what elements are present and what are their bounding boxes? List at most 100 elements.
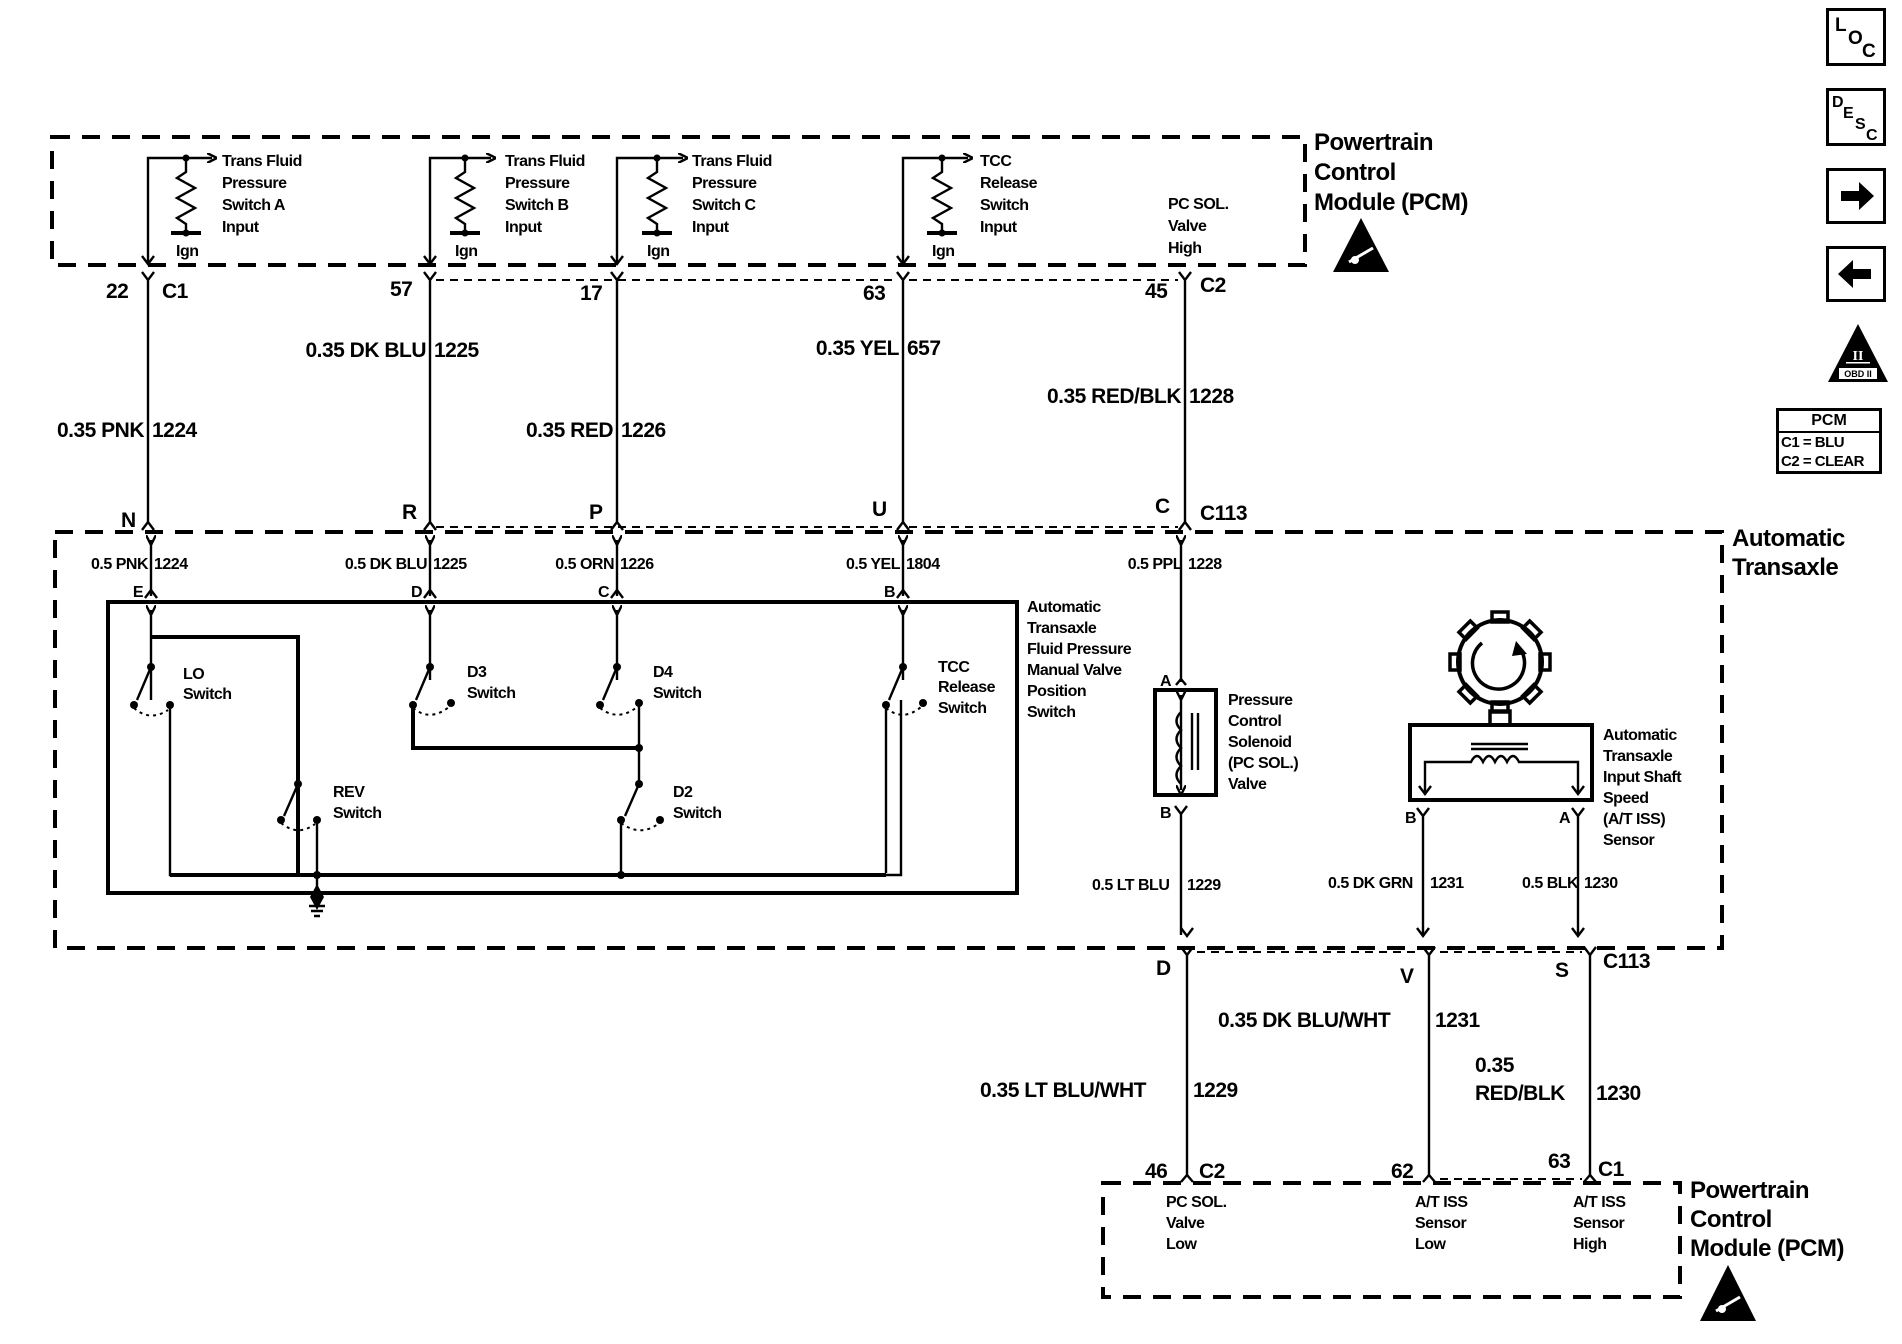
pcm-terminal-label-line: Sensor <box>1415 1215 1467 1232</box>
pcm-terminal-label-line: Sensor <box>1573 1215 1625 1232</box>
pull-up-resistor-icon <box>930 158 954 233</box>
circuit-1231-inner: 1231 <box>1430 875 1464 892</box>
pc-sol-valve-high-line-3: High <box>1168 240 1202 257</box>
wire-0-5-blk: 0.5 BLK <box>1522 875 1579 892</box>
top-pcm-connector-pins: 22 C1 57 17 63 45 C2 <box>106 274 1226 305</box>
legend-row-c2: C2 = CLEAR <box>1781 453 1864 470</box>
d3-switch-label: Switch <box>467 685 516 702</box>
iss-sensor-title-line: Automatic <box>1603 727 1677 744</box>
pcm-terminal-label-line: Valve <box>1166 1215 1205 1232</box>
c113-pin-s: S <box>1555 959 1569 982</box>
inner-wire-gauge-color: 0.5 DK BLU <box>345 556 427 573</box>
ign-label: Ign <box>647 243 670 260</box>
inner-wire-circuit: 1225 <box>433 556 467 573</box>
pcm-input-label-line: Input <box>980 219 1018 236</box>
inner-wire-gauge-color: 0.5 PPL <box>1128 556 1183 573</box>
inner-wire-1225: D 0.5 DK BLU 1225 <box>345 540 468 601</box>
tcc-switch-label-release: Release <box>938 679 996 696</box>
pull-up-resistor-icon <box>174 158 198 233</box>
switch-assembly-title-line: Position <box>1027 683 1086 700</box>
wire-red-blk-color: RED/BLK <box>1475 1082 1565 1105</box>
inner-wire-circuit: 1228 <box>1188 556 1222 573</box>
transaxle-title-2: Transaxle <box>1732 554 1838 581</box>
pcm-input-label-line: Trans Fluid <box>692 153 772 170</box>
connector-c1-top: C1 <box>162 280 189 303</box>
pcm-connector-legend: PCM C1 = BLU C2 = CLEAR <box>1776 408 1882 474</box>
rev-switch-name: REV <box>333 784 365 801</box>
pcm-input-label-line: Trans Fluid <box>505 153 585 170</box>
rev-switch-label: Switch <box>333 805 382 822</box>
d4-switch: D4 Switch <box>596 663 702 785</box>
wire-gauge-color: 0.35 PNK <box>57 419 144 442</box>
connector-c2-bottom: C2 <box>1199 1160 1225 1183</box>
iss-sensor-title-line: Input Shaft <box>1603 769 1682 786</box>
pcm-terminal-label-line: A/T ISS <box>1415 1194 1468 1211</box>
rev-switch: REV Switch <box>277 780 382 895</box>
desc-letter-c: C <box>1866 127 1878 143</box>
switch-assembly-title-line: Manual Valve <box>1027 662 1122 679</box>
c113-label-lower: C113 <box>1603 950 1650 973</box>
c113-pin-v: V <box>1400 965 1414 988</box>
desc-button[interactable]: D E S C <box>1826 88 1886 146</box>
desc-letter-s: S <box>1855 116 1866 133</box>
pc-sol-valve-high-line-2: Valve <box>1168 218 1207 235</box>
pcm-input-label-line: TCC <box>980 153 1012 170</box>
circuit-1230-inner: 1230 <box>1584 875 1618 892</box>
pcm-input-label-line: Switch B <box>505 197 569 214</box>
pcm-input-label-line: Switch C <box>692 197 757 214</box>
pcm-input-label-line: Input <box>692 219 730 236</box>
inner-wire-gauge-color: 0.5 YEL <box>846 556 901 573</box>
pcm-terminal-label-line: PC SOL. <box>1166 1194 1227 1211</box>
switch-pin-d: D <box>411 584 422 601</box>
solenoid-pin-b: B <box>1160 805 1171 822</box>
inner-wire-circuit: 1804 <box>906 556 940 573</box>
prev-page-button[interactable] <box>1826 246 1886 302</box>
circuit-1229-inner: 1229 <box>1187 877 1221 894</box>
arrow-left-icon <box>1838 260 1871 288</box>
pcm-input-label-line: Input <box>505 219 543 236</box>
obd-ii-button[interactable]: II OBD II <box>1826 322 1890 384</box>
c113-pin-n: N <box>121 509 136 532</box>
pin-62: 62 <box>1391 1160 1413 1183</box>
bottom-pcm-boundary <box>1101 1181 1682 1299</box>
lo-switch-name: LO <box>183 666 204 683</box>
c113-pin-d: D <box>1156 957 1171 980</box>
pull-up-resistor-icon <box>645 158 669 233</box>
c113-label-upper: C113 <box>1200 502 1247 525</box>
switch-assembly-title-line: Switch <box>1027 704 1076 721</box>
tcc-release-switch: TCC Release Switch <box>882 659 996 873</box>
wire-circuit-number: 1226 <box>621 419 666 442</box>
wire-gauge-color: 0.35 DK BLU <box>305 339 426 362</box>
top-pcm-module: Powertrain Control Module (PCM) IgnTrans… <box>50 129 1468 272</box>
circuit-1231-bottom: 1231 <box>1435 1009 1481 1032</box>
wire-circuit-number: 1225 <box>434 339 480 362</box>
solenoid-pin-a: A <box>1160 673 1172 690</box>
desc-icon: D E S C <box>1832 94 1879 144</box>
transaxle-lower-wire-labels: 0.5 LT BLU 1229 0.5 DK GRN 1231 0.5 BLK … <box>1092 875 1619 938</box>
lo-switch-label: Switch <box>183 686 232 703</box>
d2-switch-name: D2 <box>673 784 693 801</box>
solenoid-title-line: Pressure <box>1228 692 1293 709</box>
d4-switch-name: D4 <box>653 664 673 681</box>
connector-c1-bottom: C1 <box>1598 1158 1625 1181</box>
ign-label: Ign <box>932 243 955 260</box>
iss-sensor-title-line: Speed <box>1603 790 1649 807</box>
pcm-input-label-line: Release <box>980 175 1038 192</box>
c113-pin-u: U <box>872 498 887 521</box>
c113-lower-connector: D V S C113 <box>1156 946 1651 988</box>
obd-badge: OBD II <box>1844 369 1872 379</box>
upper-wire-1225: 0.35 DK BLU 1225 <box>305 271 480 531</box>
pin-45: 45 <box>1145 280 1168 303</box>
ign-label: Ign <box>455 243 478 260</box>
next-page-button[interactable] <box>1826 168 1886 224</box>
switch-assembly-box <box>106 600 1019 895</box>
loc-button[interactable]: L O C <box>1826 8 1886 66</box>
pin-17: 17 <box>580 282 602 305</box>
bottom-pcm-title-1: Powertrain <box>1690 1177 1809 1204</box>
